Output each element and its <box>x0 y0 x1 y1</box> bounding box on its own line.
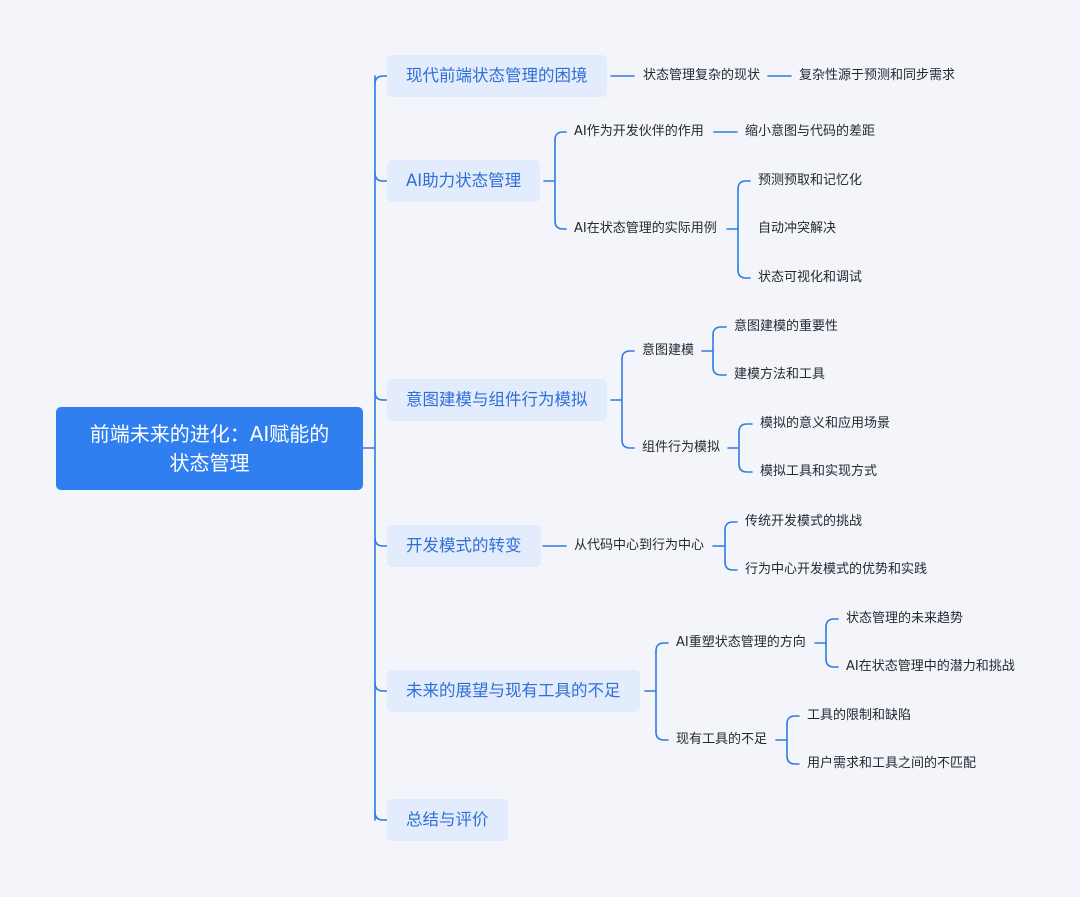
branch-4-sub-1[interactable]: 现有工具的不足 <box>676 732 768 747</box>
link-b2c1-g0 <box>738 423 753 433</box>
link-b2-c0 <box>621 350 635 360</box>
branch-1-topic[interactable]: AI助力状态管理 <box>387 160 541 202</box>
branch-3-sub-0-leaf-1[interactable]: 行为中心开发模式的优势和实践 <box>745 562 928 577</box>
branch-1-sub-1-leaf-1[interactable]: 自动冲突解决 <box>758 221 837 236</box>
branch-4-sub-1-leaf-1[interactable]: 用户需求和工具之间的不匹配 <box>807 756 977 771</box>
link-b4c1-g0 <box>786 715 800 725</box>
link-b2-fork <box>610 358 623 441</box>
link-b1-fork <box>543 139 556 222</box>
branch-4-sub-0-leaf-0[interactable]: 状态管理的未来趋势 <box>846 611 964 626</box>
branch-2-sub-0[interactable]: 意图建模 <box>642 343 695 358</box>
link-root-b4 <box>374 682 388 692</box>
branch-4-sub-1-leaf-0[interactable]: 工具的限制和缺陷 <box>807 708 912 723</box>
link-root-b2 <box>374 391 388 401</box>
branch-1-sub-0-leaf-0[interactable]: 缩小意图与代码的差距 <box>745 124 876 139</box>
link-root-trunk <box>362 75 376 821</box>
branch-4-sub-0[interactable]: AI重塑状态管理的方向 <box>676 635 806 650</box>
branch-2-sub-0-leaf-1[interactable]: 建模方法和工具 <box>734 367 826 382</box>
link-b4c0-fork <box>814 626 827 660</box>
branch-2-topic[interactable]: 意图建模与组件行为模拟 <box>387 379 607 421</box>
branch-3-sub-0-leaf-0[interactable]: 传统开发模式的挑战 <box>745 514 863 529</box>
link-root-b3 <box>374 537 388 547</box>
link-b1-c1 <box>554 220 567 230</box>
link-b1-c0 <box>554 131 567 141</box>
branch-3-sub-0[interactable]: 从代码中心到行为中心 <box>574 538 705 553</box>
branch-5-topic[interactable]: 总结与评价 <box>387 799 508 841</box>
link-b4-c1 <box>655 731 669 741</box>
link-b2c0-g0 <box>712 326 727 336</box>
link-b4-fork <box>644 650 657 733</box>
link-b4c1-fork <box>775 723 788 757</box>
branch-1-sub-1[interactable]: AI在状态管理的实际用例 <box>574 221 717 236</box>
branch-1-sub-1-leaf-2[interactable]: 状态可视化和调试 <box>758 270 863 285</box>
link-b2-c1 <box>621 439 635 449</box>
link-b2c1-fork <box>727 431 740 465</box>
link-b4c0-g0 <box>825 618 839 628</box>
link-b3c0-g1 <box>724 561 738 571</box>
branch-2-sub-0-leaf-0[interactable]: 意图建模的重要性 <box>734 319 839 334</box>
branch-2-sub-1[interactable]: 组件行为模拟 <box>642 440 721 455</box>
branch-0-sub-0-leaf-0[interactable]: 复杂性源于预测和同步需求 <box>799 68 956 83</box>
branch-0-topic[interactable]: 现代前端状态管理的困境 <box>387 55 607 97</box>
root-topic[interactable]: 前端未来的进化：AI赋能的状态管理 <box>56 407 363 490</box>
link-root-b5 <box>374 811 388 821</box>
branch-1-sub-0[interactable]: AI作为开发伙伴的作用 <box>574 124 704 139</box>
link-b2c1-g1 <box>738 463 753 473</box>
branch-2-sub-1-leaf-1[interactable]: 模拟工具和实现方式 <box>760 464 878 479</box>
link-b4c1-g1 <box>786 755 800 765</box>
branch-2-sub-1-leaf-0[interactable]: 模拟的意义和应用场景 <box>760 416 891 431</box>
link-b4-c0 <box>655 642 669 652</box>
link-b1c1-g0 <box>737 180 751 190</box>
link-b3c0-fork <box>712 529 726 563</box>
branch-3-topic[interactable]: 开发模式的转变 <box>387 525 541 567</box>
link-root-b1 <box>374 172 388 182</box>
link-b4c0-g1 <box>825 658 839 668</box>
branch-1-sub-1-leaf-0[interactable]: 预测预取和记忆化 <box>758 173 863 188</box>
branch-4-sub-0-leaf-1[interactable]: AI在状态管理中的潜力和挑战 <box>846 659 1015 674</box>
link-b2c0-fork <box>701 334 714 368</box>
link-b1c1-g2 <box>737 269 751 279</box>
link-b3c0-g0 <box>724 521 738 531</box>
branch-0-sub-0[interactable]: 状态管理复杂的现状 <box>643 68 761 83</box>
link-b1c1-fork <box>726 188 739 271</box>
link-root-b0 <box>374 75 388 85</box>
link-b2c0-g1 <box>712 366 727 376</box>
branch-4-topic[interactable]: 未来的展望与现有工具的不足 <box>387 670 640 712</box>
